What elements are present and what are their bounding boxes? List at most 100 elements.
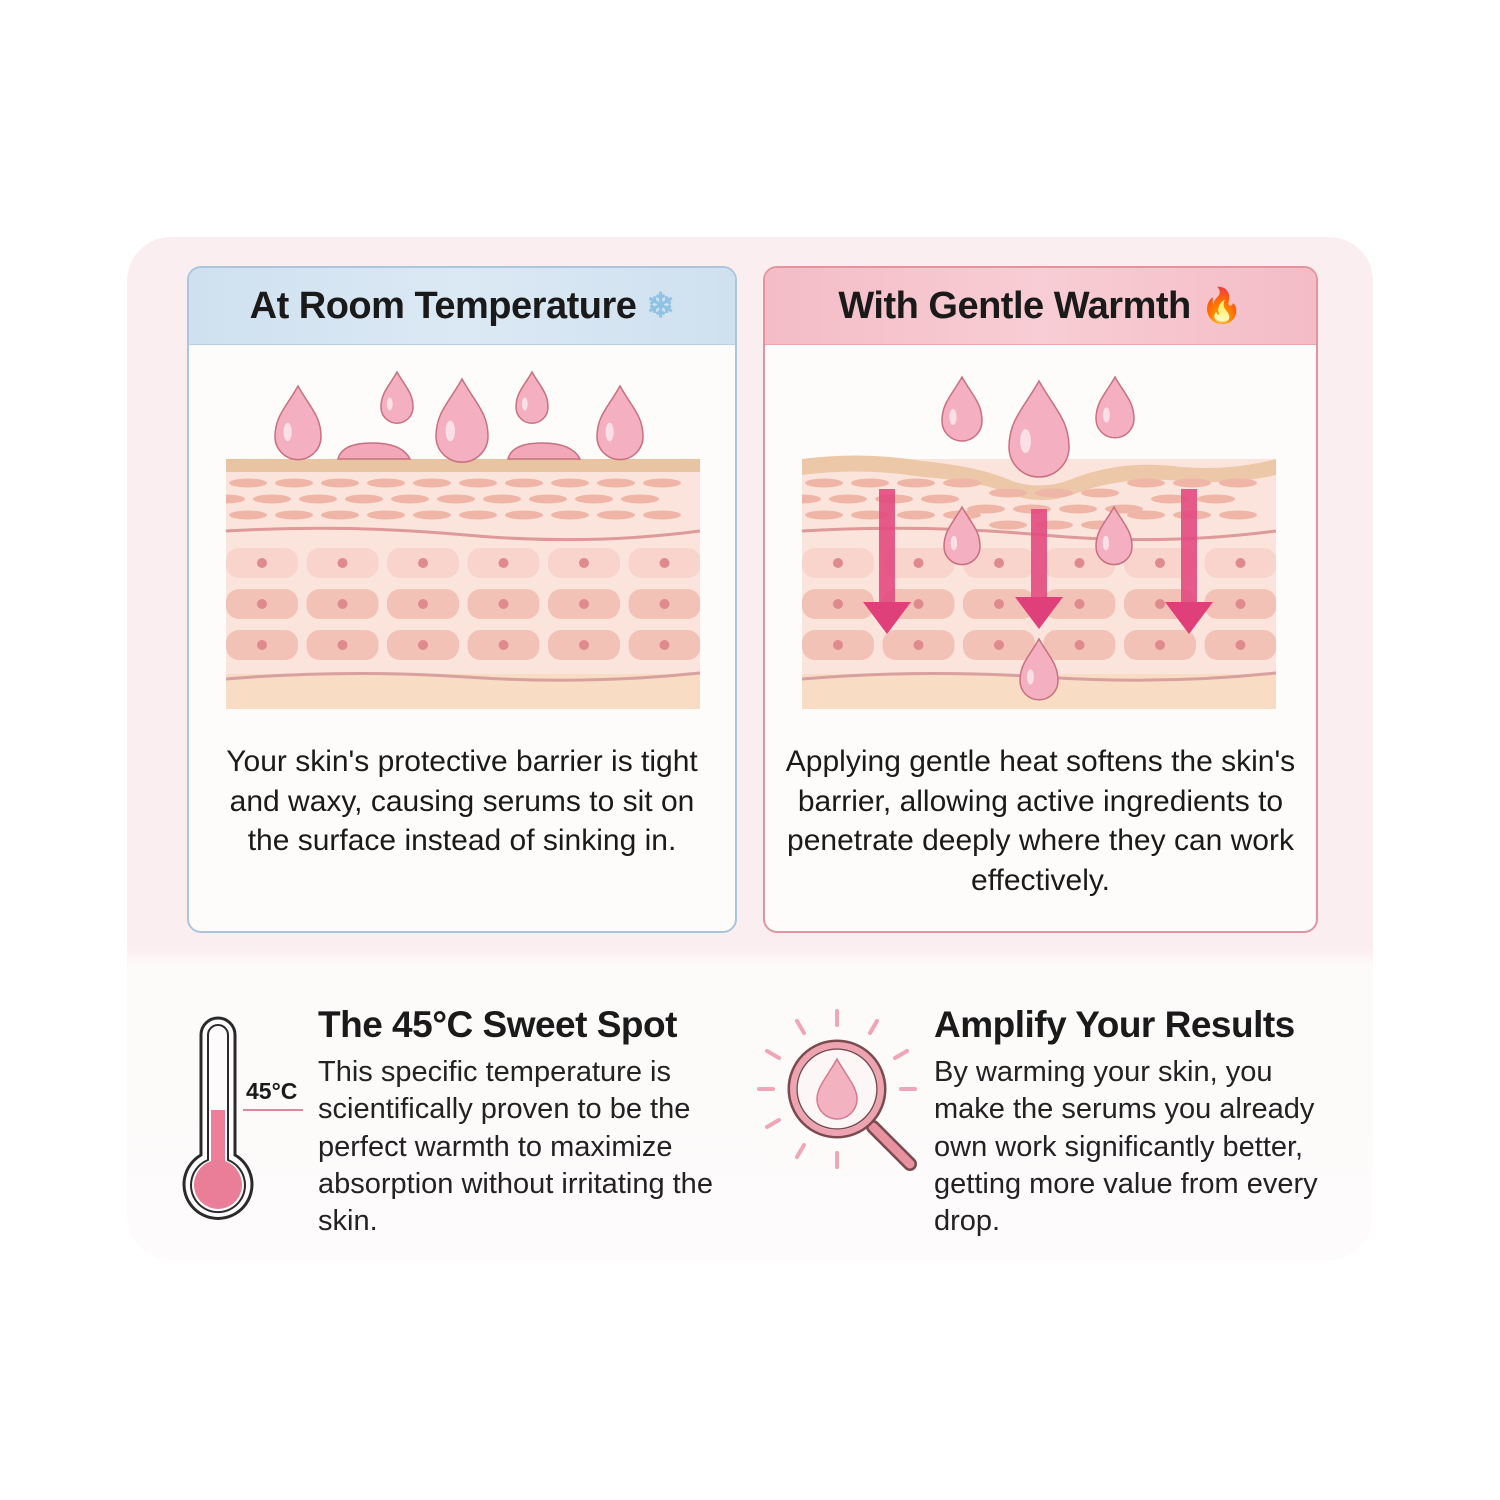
cell-nucleus xyxy=(579,558,589,568)
penetration-arrow-head xyxy=(1165,602,1213,634)
flattened-cell xyxy=(597,510,635,520)
cell-nucleus xyxy=(659,599,670,609)
snowflake-icon: ❄ xyxy=(646,287,675,325)
cell-nucleus xyxy=(579,640,589,650)
serum-drop xyxy=(941,375,983,442)
feature-body: This specific temperature is scientifica… xyxy=(318,1056,713,1238)
cell-nucleus xyxy=(579,599,589,609)
feature-body: By warming your skin, you make the serum… xyxy=(934,1056,1318,1238)
flattened-cell xyxy=(299,494,337,504)
flattened-cell xyxy=(275,510,313,520)
flattened-cell xyxy=(483,494,521,504)
penetration-arrow-head xyxy=(863,602,911,634)
flattened-cell xyxy=(275,478,313,488)
flattened-cell xyxy=(229,510,267,520)
skin-barrier-illustration-warm xyxy=(802,375,1276,709)
serum-drop xyxy=(943,505,981,566)
flattened-cell xyxy=(802,494,821,504)
flattened-cell xyxy=(943,478,981,488)
flattened-cell xyxy=(643,510,681,520)
flattened-cell xyxy=(897,478,935,488)
cell-nucleus xyxy=(498,599,509,609)
cell-nucleus xyxy=(337,640,348,650)
flattened-cell xyxy=(529,494,567,504)
thermometer-label: 45°C xyxy=(246,1078,298,1104)
flattened-cell xyxy=(1197,494,1235,504)
flattened-cell xyxy=(829,494,867,504)
cell-nucleus xyxy=(1074,599,1085,609)
drop-highlight xyxy=(386,397,393,411)
penetration-arrow-shaft xyxy=(879,489,895,604)
flattened-cell xyxy=(897,510,935,520)
flattened-cell xyxy=(1219,510,1257,520)
serum-drop xyxy=(1019,637,1059,701)
cell-nucleus xyxy=(498,640,509,650)
feature-title: Amplify Your Results xyxy=(934,1004,1295,1045)
flattened-cell xyxy=(597,478,635,488)
cell-nucleus xyxy=(418,640,428,650)
cell-nucleus xyxy=(913,599,924,609)
flattened-cell xyxy=(413,510,451,520)
flattened-cell xyxy=(621,494,659,504)
flattened-cell xyxy=(253,494,291,504)
cell-nucleus xyxy=(833,640,843,650)
cell-nucleus xyxy=(418,558,428,568)
cell-nucleus xyxy=(1235,599,1246,609)
cell-nucleus xyxy=(1074,640,1085,650)
flattened-cell xyxy=(505,478,543,488)
serum-drop xyxy=(596,384,644,461)
pooled-serum xyxy=(337,442,412,460)
cell-nucleus xyxy=(1235,640,1246,650)
stratum-corneum-softened xyxy=(802,455,1276,500)
flattened-cell xyxy=(851,478,889,488)
flattened-cell xyxy=(1219,478,1257,488)
flattened-cell xyxy=(989,488,1027,498)
pooled-serum xyxy=(507,442,582,460)
flattened-cell xyxy=(1173,478,1211,488)
cell-nucleus xyxy=(1235,558,1246,568)
drop-highlight xyxy=(445,420,455,442)
card-header: With Gentle Warmth 🔥 xyxy=(765,268,1316,345)
cell-nucleus xyxy=(1155,599,1165,609)
flattened-cell xyxy=(345,494,383,504)
stratum-corneum xyxy=(226,459,700,472)
drop-highlight xyxy=(283,422,292,442)
drop-highlight xyxy=(1020,429,1031,453)
penetration-arrow-shaft xyxy=(1181,489,1197,604)
cell-nucleus xyxy=(1155,558,1165,568)
cell-nucleus xyxy=(994,558,1004,568)
cell-nucleus xyxy=(994,599,1004,609)
cell-nucleus xyxy=(498,558,509,568)
flattened-cell xyxy=(1151,494,1189,504)
penetration-arrow-head xyxy=(1015,597,1063,629)
cell-nucleus xyxy=(257,599,267,609)
cell-nucleus xyxy=(1155,640,1165,650)
flattened-cell xyxy=(921,494,959,504)
flattened-cell xyxy=(391,494,429,504)
flattened-cell xyxy=(805,510,843,520)
flattened-cell xyxy=(367,478,405,488)
drop-highlight xyxy=(1103,407,1110,423)
card-description: Your skin's protective barrier is tight … xyxy=(226,745,698,857)
gentle-warmth-card: With Gentle Warmth 🔥 Applying gentle hea… xyxy=(763,266,1318,933)
drop-highlight xyxy=(1027,669,1034,685)
flattened-cell xyxy=(459,478,497,488)
flattened-cell xyxy=(1081,488,1119,498)
flattened-cell xyxy=(967,504,1005,514)
cell-nucleus xyxy=(257,558,267,568)
card-title: With Gentle Warmth xyxy=(838,284,1191,327)
barrier-line xyxy=(226,526,700,542)
sweet-spot-feature: The 45°C Sweet Spot This specific temper… xyxy=(318,1000,738,1240)
flattened-cell xyxy=(321,478,359,488)
dermis-line xyxy=(226,671,700,682)
drop-highlight xyxy=(605,422,614,442)
thermometer-icon xyxy=(182,1016,303,1220)
flattened-cell xyxy=(1127,478,1165,488)
drop-highlight xyxy=(950,535,958,551)
flattened-cell xyxy=(1127,510,1165,520)
room-temperature-card: At Room Temperature ❄ Your skin's protec… xyxy=(187,266,737,933)
card-header: At Room Temperature ❄ xyxy=(189,268,735,345)
fire-icon: 🔥 xyxy=(1200,287,1243,325)
penetration-arrow-shaft xyxy=(1031,509,1047,599)
flattened-cell xyxy=(367,510,405,520)
